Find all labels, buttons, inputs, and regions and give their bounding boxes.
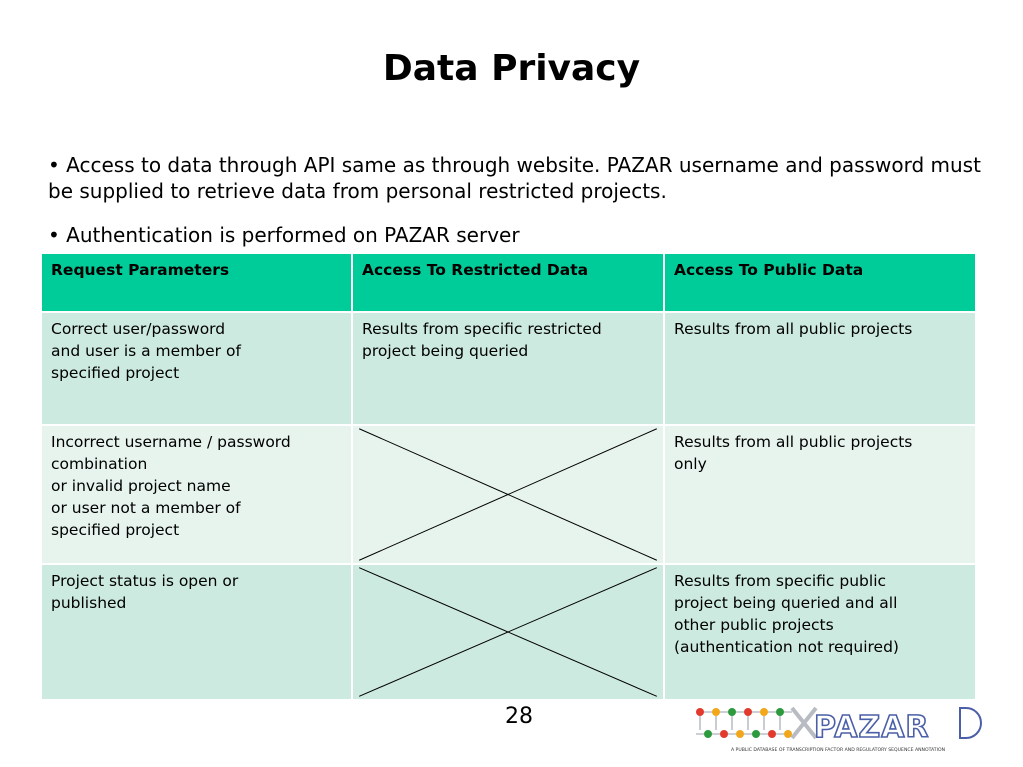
cell-line: Results from all public projects [674,320,913,338]
page-number: 28 [505,704,533,729]
bullet-api-access: • Access to data through API same as thr… [48,153,981,203]
dna-helix-graphic [696,708,792,738]
table-row: Incorrect username / password combinatio… [40,424,977,565]
cell-line: specified project [51,364,180,382]
cell-public-data: Results from all public projects only [663,424,977,565]
bullet-authentication: • Authentication is performed on PAZAR s… [48,223,520,247]
table-row: Project status is open or published Resu… [40,563,977,701]
logo-tagline: A PUBLIC DATABASE OF TRANSCRIPTION FACTO… [731,747,945,753]
cell-line: only [674,455,707,473]
cross-out-mark [353,426,663,563]
bullet-list: • Access to data through API same as thr… [48,152,988,248]
cell-request-parameters: Incorrect username / password combinatio… [40,424,353,565]
header-request-parameters: Request Parameters [40,252,353,313]
cell-line: Correct user/password [51,320,226,338]
cell-line: project being queried and all [674,594,898,612]
header-restricted-data: Access To Restricted Data [351,252,665,313]
cell-line: Results from all public projects [674,433,913,451]
cell-line: specified project [51,521,180,539]
cell-line: (authentication not required) [674,638,899,656]
cell-line: other public projects [674,616,834,634]
cell-restricted-data-not-applicable [351,424,665,565]
cell-request-parameters: Project status is open or published [40,563,353,701]
cell-line: or invalid project name [51,477,231,495]
cell-line: published [51,594,127,612]
slide-title: Data Privacy [382,48,641,89]
cell-restricted-data-not-applicable [351,563,665,701]
cell-line: combination [51,455,148,473]
cell-line: project being queried [362,342,529,360]
table-header-row: Request Parameters Access To Restricted … [40,252,977,313]
cell-restricted-data: Results from specific restricted project… [351,311,665,426]
cell-request-parameters: Correct user/password and user is a memb… [40,311,353,426]
logo-wordmark: PAZAR [814,710,930,745]
cell-line: Results from specific public [674,572,887,590]
privacy-table: Request Parameters Access To Restricted … [40,252,977,701]
cell-line: or user not a member of [51,499,241,517]
pazar-logo: PAZAR A PUBLIC DATABASE OF TRANSCRIPTION… [696,706,982,753]
table-row: Correct user/password and user is a memb… [40,311,977,426]
header-public-data: Access To Public Data [663,252,977,313]
cell-line: Results from specific restricted [362,320,602,338]
cell-line: and user is a member of [51,342,241,360]
cell-line: Incorrect username / password [51,433,291,451]
cell-public-data: Results from specific public project bei… [663,563,977,701]
cross-out-mark [353,565,663,699]
cell-line: Project status is open or [51,572,239,590]
cell-public-data: Results from all public projects [663,311,977,426]
